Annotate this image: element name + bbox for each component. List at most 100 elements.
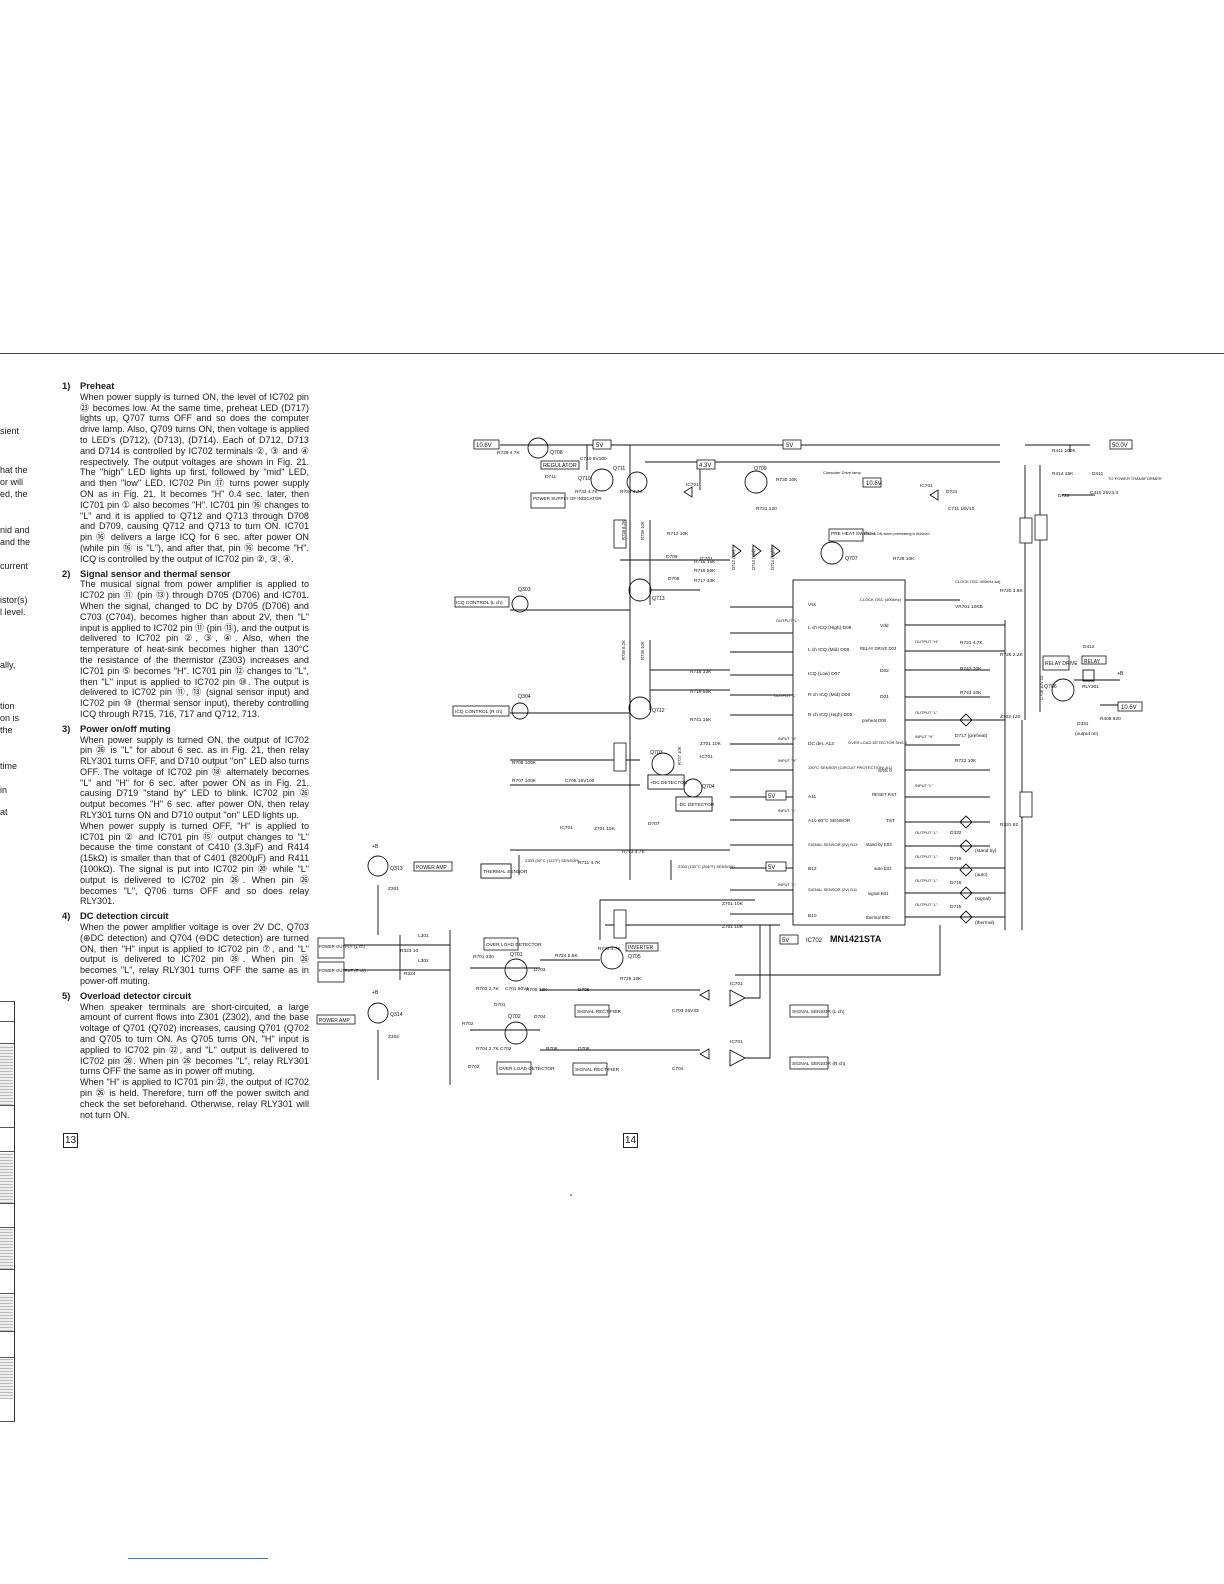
- fragment: at: [0, 807, 8, 817]
- part-label: R735 8.2K: [621, 640, 626, 660]
- output-label: OUTPUT "H": [915, 639, 939, 644]
- led-label: (signal): [975, 896, 991, 902]
- part-label: D715: [950, 904, 962, 910]
- over-load-detector-box-2: OVER LOAD DETECTOR: [499, 1066, 555, 1072]
- fragment: ed, the: [0, 489, 28, 499]
- rail-10v6-c: 10.6V: [1121, 705, 1137, 711]
- rail-5v-e: 5V: [782, 938, 789, 944]
- fragment: ally,: [0, 660, 16, 670]
- part-label: Z701 10K: [700, 741, 722, 747]
- part-label: R722 10K: [955, 758, 977, 764]
- section-title: Preheat: [80, 380, 115, 391]
- part-label: D718: [950, 856, 962, 862]
- part-label: D706: [578, 1046, 590, 1052]
- ic-pin-11: SIGNAL SENSOR (2V) B13: [808, 842, 858, 847]
- ic-pin-27: Vdd: [880, 623, 889, 629]
- fragment: sient: [0, 426, 20, 436]
- part-label: R411 100K: [1052, 448, 1076, 454]
- part-label: R703 2.7K: [476, 986, 499, 992]
- ic-pin-1: Vss: [808, 602, 817, 608]
- part-label: D331: [1077, 721, 1089, 727]
- ic-pin-25: D02: [880, 668, 889, 674]
- rail-5v-b: 5V: [786, 443, 793, 449]
- part-label: Z701 10K: [594, 826, 616, 832]
- section-number: 2): [62, 567, 71, 579]
- part-label: R731 120: [756, 506, 777, 512]
- part-label: Q313: [390, 866, 403, 872]
- output-label: OUTPUT "L": [915, 878, 938, 883]
- section-paragraph: When power supply is turned ON, the leve…: [80, 391, 309, 564]
- part-label: Z701 10K: [722, 901, 744, 907]
- relay-drive-box: RELAY DRIVE: [1045, 661, 1078, 667]
- output-label: OUTPUT "L": [774, 693, 797, 698]
- section-dc-detection: 4)DC detection circuit When the power am…: [62, 910, 309, 987]
- part-label: C710 6V100: [580, 456, 607, 462]
- fragment: istor(s): [0, 595, 28, 605]
- left-table-edge: [0, 1001, 15, 1422]
- ic-pin-8: 130°C SENSOR (CIRCUIT PROTECTION) A12: [808, 765, 893, 770]
- part-label: C703 25V33: [672, 1008, 699, 1014]
- part-label: R719 56K: [690, 689, 712, 695]
- section-number: 1): [62, 380, 71, 391]
- section-number: 3): [62, 722, 71, 734]
- ic702-ref: IC702: [806, 938, 823, 944]
- part-label: VR701 10KB: [955, 604, 983, 610]
- input-label: INPUT "L": [778, 808, 797, 813]
- section-number: 5): [62, 989, 71, 1001]
- part-label: IC701: [700, 754, 713, 760]
- output-label: OUTPUT "L": [915, 830, 938, 835]
- part-label: Z303 (50°C (122°F) SENSOR): [525, 858, 580, 863]
- part-label: R705 33K: [526, 987, 548, 993]
- rail-50v: 50.0V: [1112, 443, 1128, 449]
- part-label: Q711: [613, 466, 625, 472]
- part-label: IC701: [730, 981, 743, 987]
- part-label: C701 50V1: [505, 986, 529, 992]
- part-label: RLY301: [1082, 684, 1099, 690]
- part-label: D709: [666, 554, 678, 560]
- part-label: R713 4.7K: [622, 849, 645, 855]
- part-label: R331 82: [1000, 822, 1018, 828]
- inverter-box: INVERTER: [628, 945, 654, 951]
- part-label: R724 5.6K: [555, 953, 578, 959]
- ic-pin-20: RESET RST: [872, 792, 897, 797]
- section-paragraph: When "H" is applied to IC701 pin ㉒, the …: [80, 1077, 309, 1120]
- part-label: R736 10K: [640, 641, 645, 660]
- part-label: R716 56K: [694, 568, 716, 574]
- icq-control-l-box: ICQ CONTROL (L ch): [456, 600, 503, 606]
- ic-pin-19: TST: [886, 818, 895, 824]
- part-label: Q710: [578, 476, 591, 482]
- part-label: D720: [1058, 493, 1070, 499]
- part-label: Q703: [650, 750, 663, 756]
- input-label: INPUT "H": [778, 758, 797, 763]
- section-number: 4): [62, 910, 71, 922]
- section-paragraph: The musical signal from power amplifier …: [80, 579, 309, 719]
- part-label: Z302: [388, 1034, 399, 1040]
- part-label: Q709: [754, 466, 767, 472]
- ic-pin-16: signal E01: [868, 891, 889, 896]
- rail-5v-a: 5V: [596, 443, 603, 449]
- preheat-note: It turns ON when preheating is finished: [864, 532, 929, 536]
- ic-pin-14: B10: [808, 913, 817, 919]
- part-label: D713 (mid): [751, 549, 756, 570]
- part-label: R408 820: [1100, 716, 1121, 722]
- part-label: R734 4.7K: [620, 489, 643, 495]
- part-label: Q701: [510, 952, 523, 958]
- part-label: Q303: [518, 587, 531, 593]
- part-label: Q712: [652, 708, 665, 714]
- part-label: R730 10K: [776, 477, 798, 483]
- part-label: R742 10K: [960, 666, 982, 672]
- part-label: R725 10K: [620, 976, 642, 982]
- input-label: INPUT "L": [778, 882, 797, 887]
- led-label: (stand by): [975, 848, 997, 854]
- part-label: Z702 120: [1000, 714, 1021, 720]
- ic-pin-17: auto E02: [874, 866, 892, 871]
- rail-10v6-b: 10.6V: [866, 481, 882, 487]
- part-label: C705 16V100: [565, 778, 595, 784]
- led-label: (thermal): [975, 920, 995, 926]
- section-title: DC detection circuit: [80, 910, 169, 922]
- part-label: R707 100K: [512, 778, 537, 784]
- rail-5v-d: 5V: [768, 865, 775, 871]
- part-label: Q304: [518, 694, 531, 700]
- part-label: C708 10V 10: [1039, 675, 1044, 700]
- part-label: R721 4.7K: [960, 640, 983, 646]
